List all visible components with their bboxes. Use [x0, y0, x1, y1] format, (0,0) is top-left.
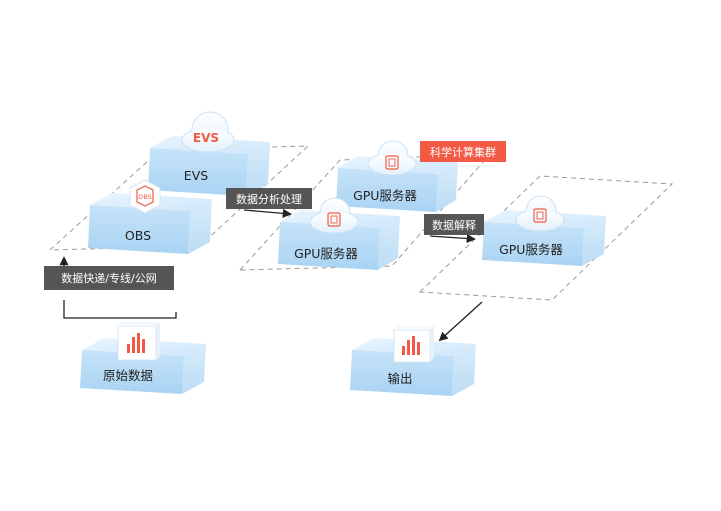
- bar-chart-icon: [393, 326, 434, 363]
- cloud-icon: [515, 195, 565, 232]
- chip-icon: [327, 212, 341, 227]
- bar-chart-icon: [117, 322, 160, 361]
- hexagon-icon: [129, 179, 161, 214]
- tag-transfer-text: 数据快递/专线/公网: [61, 271, 156, 285]
- gpu-server-right-node: GPU服务器: [482, 195, 606, 266]
- source-data-node: 原始数据: [80, 322, 206, 394]
- gpu-right-label: GPU服务器: [499, 242, 563, 257]
- obs-node: OBS OBS: [88, 179, 212, 254]
- source-data-label: 原始数据: [103, 368, 153, 383]
- tag-interpret: 数据解释: [424, 214, 484, 235]
- evs-label: EVS: [184, 168, 208, 183]
- output-node: 输出: [350, 326, 476, 396]
- tag-transfer: 数据快递/专线/公网: [44, 266, 174, 290]
- connector-interpret: [429, 233, 476, 244]
- tag-interpret-text: 数据解释: [432, 218, 476, 232]
- tag-analysis-text: 数据分析处理: [236, 192, 302, 206]
- cloud-icon: [181, 111, 235, 153]
- obs-label: OBS: [125, 228, 151, 243]
- evs-icon-text: EVS: [193, 131, 219, 145]
- output-label: 输出: [387, 371, 412, 386]
- evs-node: EVS EVS: [148, 111, 270, 196]
- gpu-top-label: GPU服务器: [353, 188, 417, 203]
- cloud-icon: [367, 140, 417, 176]
- obs-icon-text: OBS: [138, 193, 152, 201]
- gpu-server-mid-node: GPU服务器: [278, 197, 400, 270]
- tag-cluster: 科学计算集群: [420, 141, 506, 162]
- chip-icon: [385, 155, 399, 170]
- storage-group-region: [48, 145, 310, 251]
- connector-to-output: [438, 301, 483, 342]
- tag-analysis: 数据分析处理: [226, 188, 312, 209]
- connector-analysis: [243, 208, 292, 218]
- tag-cluster-text: 科学计算集群: [430, 145, 496, 159]
- gpu-mid-label: GPU服务器: [294, 246, 358, 261]
- chip-icon: [533, 208, 547, 223]
